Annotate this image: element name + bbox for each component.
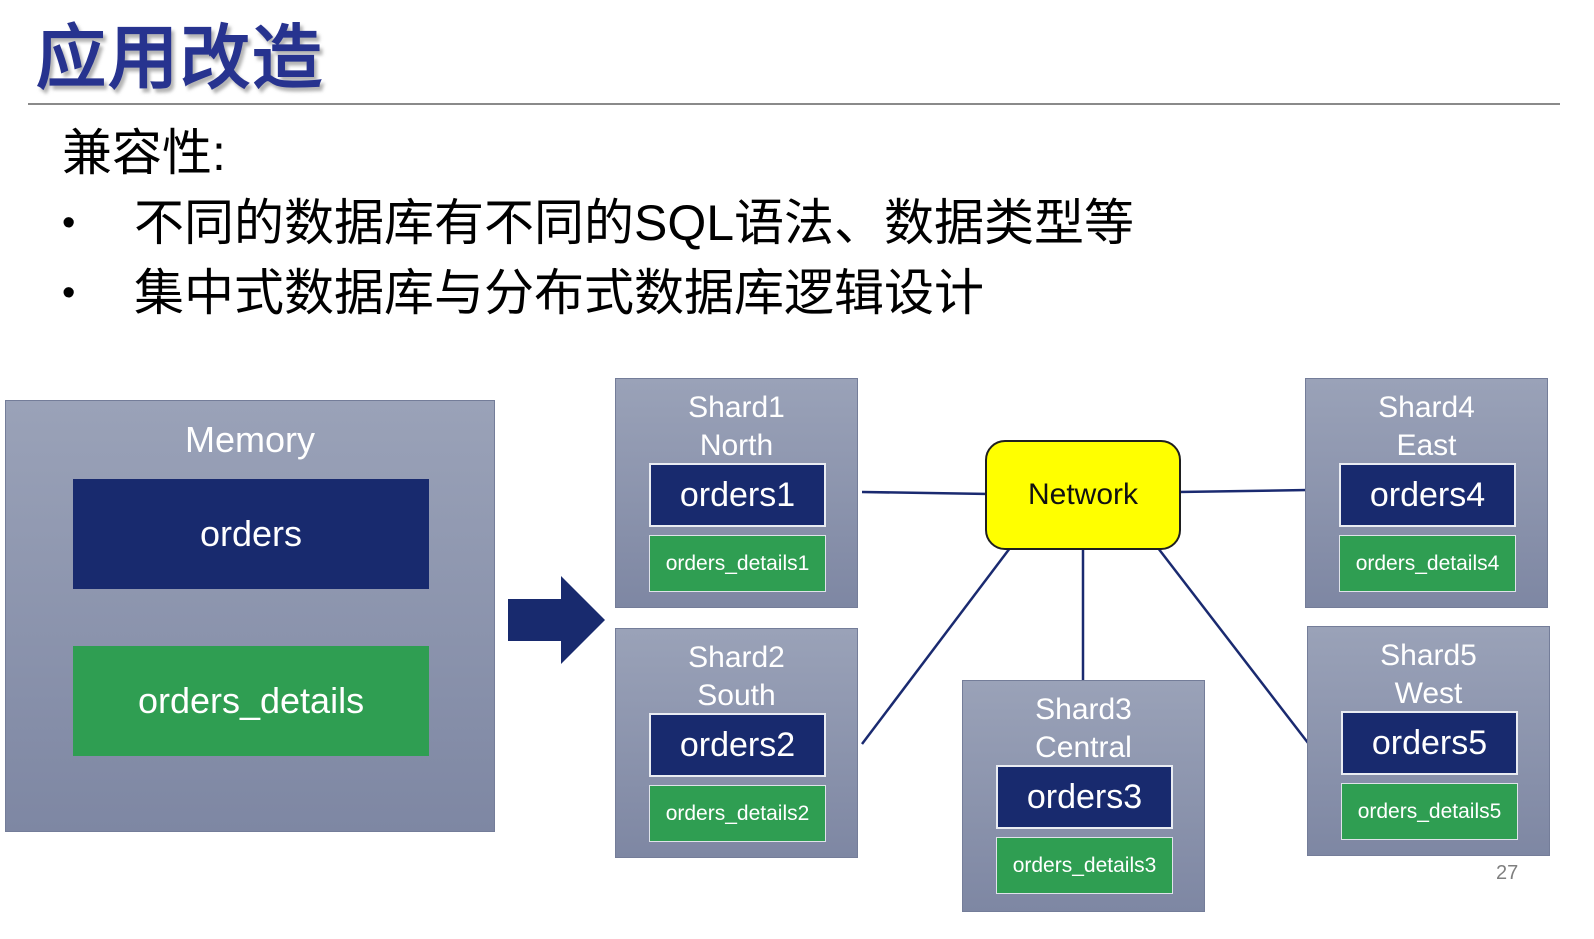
shard-details-table: orders_details2 bbox=[649, 785, 826, 842]
memory-panel: Memory orders orders_details bbox=[5, 400, 495, 832]
orders-table: orders bbox=[73, 479, 429, 589]
orders-details-table: orders_details bbox=[73, 646, 429, 756]
shard-orders-table: orders3 bbox=[996, 765, 1173, 829]
shard5-panel: Shard5 West orders5 orders_details5 bbox=[1307, 626, 1550, 856]
shard-name: Shard4 bbox=[1378, 391, 1475, 424]
bullet-text: 集中式数据库与分布式数据库逻辑设计 bbox=[134, 265, 984, 321]
memory-label: Memory bbox=[184, 419, 315, 460]
shard-name: Shard1 bbox=[688, 391, 785, 424]
shard-name: Shard2 bbox=[688, 641, 785, 674]
shard-region: South bbox=[697, 679, 776, 712]
shard-details-table: orders_details3 bbox=[996, 837, 1173, 894]
shard3-panel: Shard3 Central orders3 orders_details3 bbox=[962, 680, 1205, 912]
bullet-dot: • bbox=[62, 202, 76, 244]
page-number: 27 bbox=[1496, 862, 1519, 884]
shard2-panel: Shard2 South orders2 orders_details2 bbox=[615, 628, 858, 858]
bullet-item: • 不同的数据库有不同的SQL语法、数据类型等 bbox=[62, 188, 1482, 258]
shard-orders-table: orders1 bbox=[649, 463, 826, 527]
bullet-text: 不同的数据库有不同的SQL语法、数据类型等 bbox=[134, 195, 1135, 251]
shard4-panel: Shard4 East orders4 orders_details4 bbox=[1305, 378, 1548, 608]
bullet-dot: • bbox=[62, 272, 76, 314]
body-text: 兼容性: • 不同的数据库有不同的SQL语法、数据类型等 • 集中式数据库与分布… bbox=[62, 118, 1482, 328]
shard-region: West bbox=[1394, 677, 1463, 710]
shard-region: North bbox=[699, 429, 774, 462]
shard-region: East bbox=[1396, 429, 1457, 462]
shard-name: Shard5 bbox=[1380, 639, 1477, 672]
compatibility-heading: 兼容性: bbox=[62, 125, 226, 181]
shard-name: Shard3 bbox=[1035, 693, 1132, 726]
shard-orders-table: orders5 bbox=[1341, 711, 1518, 775]
shard1-panel: Shard1 North orders1 orders_details1 bbox=[615, 378, 858, 608]
shard-details-table: orders_details1 bbox=[649, 535, 826, 592]
page-title: 应用改造 bbox=[36, 19, 324, 97]
shard-orders-table: orders2 bbox=[649, 713, 826, 777]
bullet-item: • 集中式数据库与分布式数据库逻辑设计 bbox=[62, 258, 1482, 328]
title-divider bbox=[28, 103, 1560, 105]
right-arrow-icon bbox=[508, 576, 605, 664]
shard-details-table: orders_details5 bbox=[1341, 783, 1518, 840]
network-node: Network bbox=[985, 440, 1181, 550]
shard-region: Central bbox=[1035, 731, 1132, 764]
shard-orders-table: orders4 bbox=[1339, 463, 1516, 527]
shard-details-table: orders_details4 bbox=[1339, 535, 1516, 592]
